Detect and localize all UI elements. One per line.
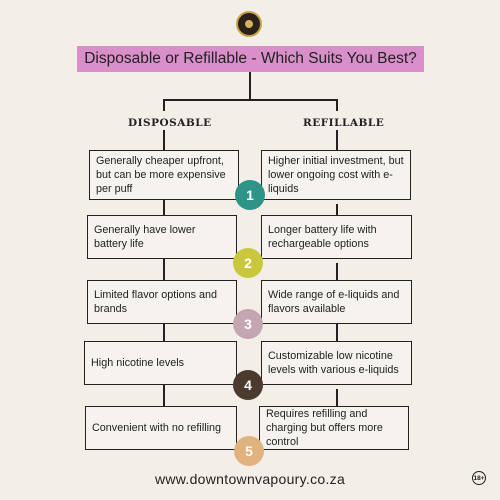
disposable-text-1: Generally cheaper upfront, but can be mo… xyxy=(96,155,226,195)
connector-right-3 xyxy=(336,324,338,341)
connector-right-0 xyxy=(336,130,338,150)
disposable-box-4: High nicotine levels xyxy=(84,341,237,385)
connector-left-4 xyxy=(163,385,165,406)
refillable-box-3: Wide range of e-liquids and flavors avai… xyxy=(261,280,412,324)
connector-left-2 xyxy=(163,259,165,280)
refillable-box-2: Longer battery life with rechargeable op… xyxy=(261,215,412,259)
refillable-text-2: Longer battery life with rechargeable op… xyxy=(268,224,377,250)
disposable-box-1: Generally cheaper upfront, but can be mo… xyxy=(89,150,239,200)
age-restriction-badge: 18+ xyxy=(472,471,486,485)
connector-right-drop xyxy=(336,99,338,111)
connector-left-3 xyxy=(163,324,165,341)
refillable-box-5: Requires refilling and charging but offe… xyxy=(259,406,409,450)
website-footer: www.downtownvapoury.co.za xyxy=(154,471,346,487)
refillable-text-4: Customizable low nicotine levels with va… xyxy=(268,350,399,376)
connector-left-drop xyxy=(163,99,165,111)
disposable-box-3: Limited flavor options and brands xyxy=(87,280,237,324)
connector-left-1 xyxy=(163,200,165,215)
connector-right-1 xyxy=(336,204,338,215)
disposable-text-4: High nicotine levels xyxy=(91,357,185,369)
disposable-box-5: Convenient with no refilling xyxy=(85,406,237,450)
heading-refillable: REFILLABLE xyxy=(303,117,385,129)
refillable-box-1: Higher initial investment, but lower ong… xyxy=(261,150,411,200)
disposable-box-2: Generally have lower battery life xyxy=(87,215,237,259)
heading-disposable: DISPOSABLE xyxy=(128,117,212,129)
brand-logo xyxy=(236,11,262,37)
refillable-text-5: Requires refilling and charging but offe… xyxy=(266,408,383,448)
refillable-text-1: Higher initial investment, but lower ong… xyxy=(268,155,404,195)
refillable-box-4: Customizable low nicotine levels with va… xyxy=(261,341,412,385)
disposable-text-2: Generally have lower battery life xyxy=(94,224,196,250)
step-badge-2: 2 xyxy=(233,248,263,278)
connector-horizontal-split xyxy=(163,99,338,101)
step-badge-3: 3 xyxy=(233,309,263,339)
refillable-text-3: Wide range of e-liquids and flavors avai… xyxy=(268,289,400,315)
disposable-text-3: Limited flavor options and brands xyxy=(94,289,218,315)
page-title: Disposable or Refillable - Which Suits Y… xyxy=(77,46,424,72)
disposable-text-5: Convenient with no refilling xyxy=(92,422,222,434)
connector-right-4 xyxy=(336,389,338,406)
connector-title-stem xyxy=(249,72,251,101)
step-badge-4: 4 xyxy=(233,370,263,400)
connector-left-0 xyxy=(163,130,165,150)
step-badge-1: 1 xyxy=(235,180,265,210)
step-badge-5: 5 xyxy=(234,436,264,466)
connector-right-2 xyxy=(336,263,338,280)
